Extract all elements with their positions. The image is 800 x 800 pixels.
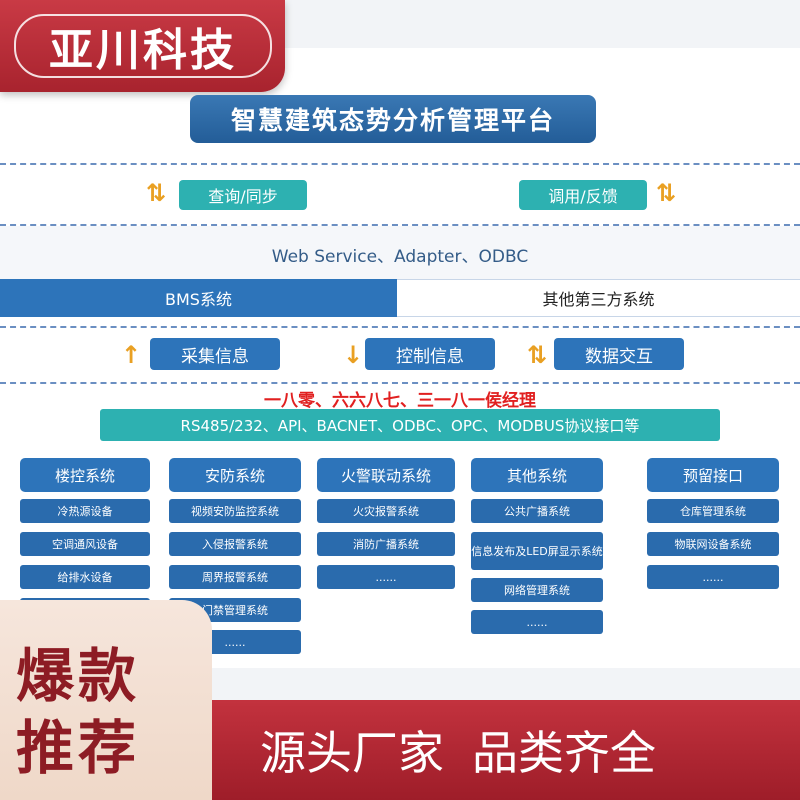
column-head-other-systems: 其他系统	[471, 458, 603, 492]
bidirectional-arrow-icon: ⇅	[655, 179, 677, 207]
promo-slogan-banner: 源头厂家 品类齐全	[212, 700, 800, 800]
column-item: 周界报警系统	[169, 565, 301, 589]
column-item: 信息发布及LED屏显示系统	[471, 532, 603, 570]
promo-hot-text: 爆款推荐	[16, 642, 141, 782]
divider-line	[0, 382, 800, 384]
down-arrow-icon: ↓	[342, 341, 364, 369]
brand-name: 亚川科技	[14, 14, 272, 78]
column-item: 火灾报警系统	[317, 499, 455, 523]
divider-line	[0, 326, 800, 328]
column-item: 公共广播系统	[471, 499, 603, 523]
column-item: 给排水设备	[20, 565, 150, 589]
column-head-reserved-interface: 预留接口	[647, 458, 779, 492]
invoke-feedback-box: 调用/反馈	[519, 180, 647, 210]
promo-hot-badge: 爆款推荐	[0, 600, 212, 800]
slogan-source-factory: 源头厂家	[260, 726, 444, 780]
column-item: ......	[471, 610, 603, 634]
column-head-fire-alarm: 火警联动系统	[317, 458, 455, 492]
brand-banner: 亚川科技	[0, 0, 285, 92]
column-item: 空调通风设备	[20, 532, 150, 556]
protocol-band: Web Service、Adapter、ODBC	[0, 226, 800, 282]
column-item: 视频安防监控系统	[169, 499, 301, 523]
divider-line	[0, 224, 800, 226]
column-item: 入侵报警系统	[169, 532, 301, 556]
query-sync-box: 查询/同步	[179, 180, 307, 210]
column-item: 仓库管理系统	[647, 499, 779, 523]
divider-line	[0, 163, 800, 165]
slogan-full-range: 品类齐全	[472, 726, 656, 780]
column-item: ......	[317, 565, 455, 589]
bidirectional-arrow-icon: ⇅	[145, 179, 167, 207]
column-head-building-control: 楼控系统	[20, 458, 150, 492]
column-item: 网络管理系统	[471, 578, 603, 602]
data-exchange-box: 数据交互	[554, 338, 684, 370]
bms-system-bar: BMS系统	[0, 279, 397, 317]
third-party-system-bar: 其他第三方系统	[397, 279, 800, 317]
column-head-security: 安防系统	[169, 458, 301, 492]
contact-line: 一八零、六六八七、三一八一侯经理	[264, 391, 536, 411]
up-arrow-icon: ↑	[120, 341, 142, 369]
bidirectional-arrow-icon: ⇅	[526, 341, 548, 369]
column-item: 物联网设备系统	[647, 532, 779, 556]
platform-title: 智慧建筑态势分析管理平台	[190, 95, 596, 143]
column-item: 冷热源设备	[20, 499, 150, 523]
promo-slogan: 源头厂家 品类齐全	[260, 714, 780, 786]
control-info-box: 控制信息	[365, 338, 495, 370]
column-item: 消防广播系统	[317, 532, 455, 556]
interface-protocols-bar: RS485/232、API、BACNET、ODBC、OPC、MODBUS协议接口…	[100, 409, 720, 441]
collect-info-box: 采集信息	[150, 338, 280, 370]
column-item: ......	[647, 565, 779, 589]
